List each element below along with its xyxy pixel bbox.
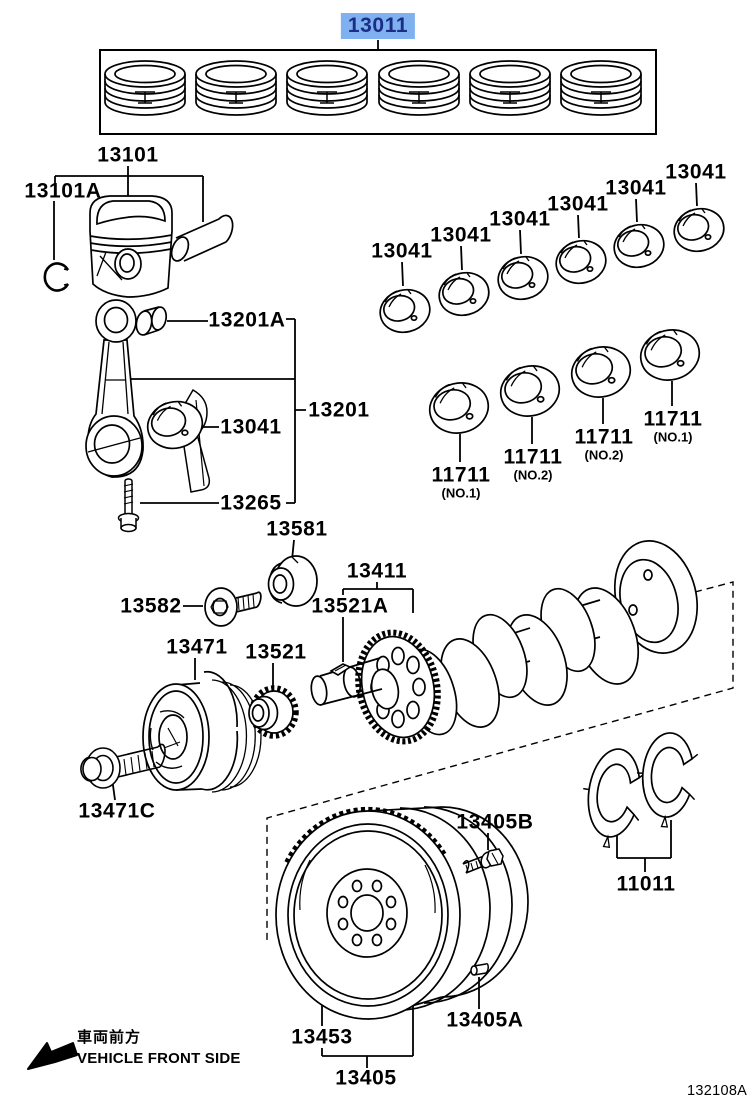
part-number: 11711	[431, 463, 491, 487]
piston	[90, 196, 172, 297]
part-number: 11711	[503, 445, 563, 469]
callout-lines	[54, 40, 697, 1068]
part-label-13101A[interactable]: 13101A	[24, 179, 102, 203]
flywheel-bolt	[463, 849, 503, 873]
part-label-13405A[interactable]: 13405A	[446, 1008, 524, 1032]
bearing-13041	[550, 234, 612, 290]
bearing-13041	[492, 250, 554, 306]
part-label-13041-rod[interactable]: 13041	[220, 415, 282, 439]
vehicle-front-label-jp: 車両前方	[77, 1029, 142, 1046]
thrust-washers	[574, 729, 701, 853]
piston-ring-set-box	[100, 50, 656, 134]
part-label-13041-6[interactable]: 13041	[665, 160, 727, 184]
part-label-13411[interactable]: 13411	[346, 559, 408, 583]
rod-bolt	[119, 479, 139, 532]
dowel-pin	[471, 964, 488, 975]
part-label-13405B[interactable]: 13405B	[456, 810, 534, 834]
part-label-13471[interactable]: 13471	[166, 635, 228, 659]
bearing-11711-no1	[634, 322, 706, 388]
part-label-13405[interactable]: 13405	[335, 1066, 397, 1090]
plate-washer-and-bolt	[205, 588, 261, 626]
part-number: 11711	[643, 407, 703, 431]
bearing-11711-no1	[423, 375, 495, 441]
timing-sprocket	[249, 688, 296, 736]
part-label-11711-no2-b[interactable]: 11711 (NO.2)	[503, 447, 562, 482]
thrust-washer	[632, 729, 701, 831]
part-label-11011[interactable]: 11011	[616, 872, 676, 896]
crankshaft-key	[331, 664, 350, 675]
diagram-code: 132108A	[687, 1083, 748, 1099]
part-label-13265[interactable]: 13265	[220, 491, 282, 515]
part-label-13041-2[interactable]: 13041	[430, 223, 492, 247]
part-label-13471C[interactable]: 13471C	[78, 799, 156, 823]
part-number: 11711	[574, 425, 634, 449]
dashed-plane	[267, 582, 733, 943]
part-label-13201[interactable]: 13201	[308, 398, 370, 422]
bearing-13041	[668, 202, 730, 258]
part-label-11711-no2-c[interactable]: 11711 (NO.2)	[574, 427, 633, 462]
vehicle-front-arrow-icon	[28, 1043, 77, 1069]
part-label-13201A[interactable]: 13201A	[208, 308, 286, 332]
pulley-boss	[269, 556, 318, 606]
part-label-13521[interactable]: 13521	[245, 640, 307, 664]
part-label-13582[interactable]: 13582	[120, 594, 182, 618]
part-label-11711-no1-d[interactable]: 11711 (NO.1)	[643, 409, 702, 444]
part-label-13041-1[interactable]: 13041	[371, 239, 433, 263]
part-label-13011-selected[interactable]: 13011	[340, 13, 416, 39]
vehicle-front-label-en: VEHICLE FRONT SIDE	[77, 1050, 241, 1067]
part-number-suffix: (NO.2)	[513, 467, 553, 483]
bearing-11711-no2	[565, 339, 637, 405]
bearing-13041	[374, 283, 436, 339]
crankshaft-pulley	[143, 672, 261, 792]
bearing-13041	[608, 218, 670, 274]
bearing-13041	[433, 266, 495, 322]
conrod-bearing-row	[374, 202, 730, 339]
part-label-13041-3[interactable]: 13041	[489, 207, 551, 231]
thrust-washer	[574, 743, 650, 853]
bearing-11711-no2	[494, 358, 566, 424]
part-label-13581[interactable]: 13581	[266, 517, 328, 541]
part-label-13041-4[interactable]: 13041	[547, 192, 609, 216]
part-label-13101[interactable]: 13101	[97, 143, 159, 167]
snap-ring	[45, 264, 68, 291]
part-number-suffix: (NO.1)	[653, 429, 693, 445]
piston-pin	[168, 215, 232, 263]
pin-bushing	[135, 306, 168, 336]
crankshaft	[310, 532, 709, 749]
part-number-suffix: (NO.2)	[584, 447, 624, 463]
part-label-13453[interactable]: 13453	[291, 1025, 353, 1049]
part-label-11711-no1-a[interactable]: 11711 (NO.1)	[431, 465, 490, 500]
part-label-13041-5[interactable]: 13041	[605, 176, 667, 200]
part-number-suffix: (NO.1)	[441, 485, 481, 501]
pulley-bolt	[81, 744, 165, 788]
part-label-13521A[interactable]: 13521A	[311, 594, 389, 618]
flywheel	[276, 807, 528, 1019]
